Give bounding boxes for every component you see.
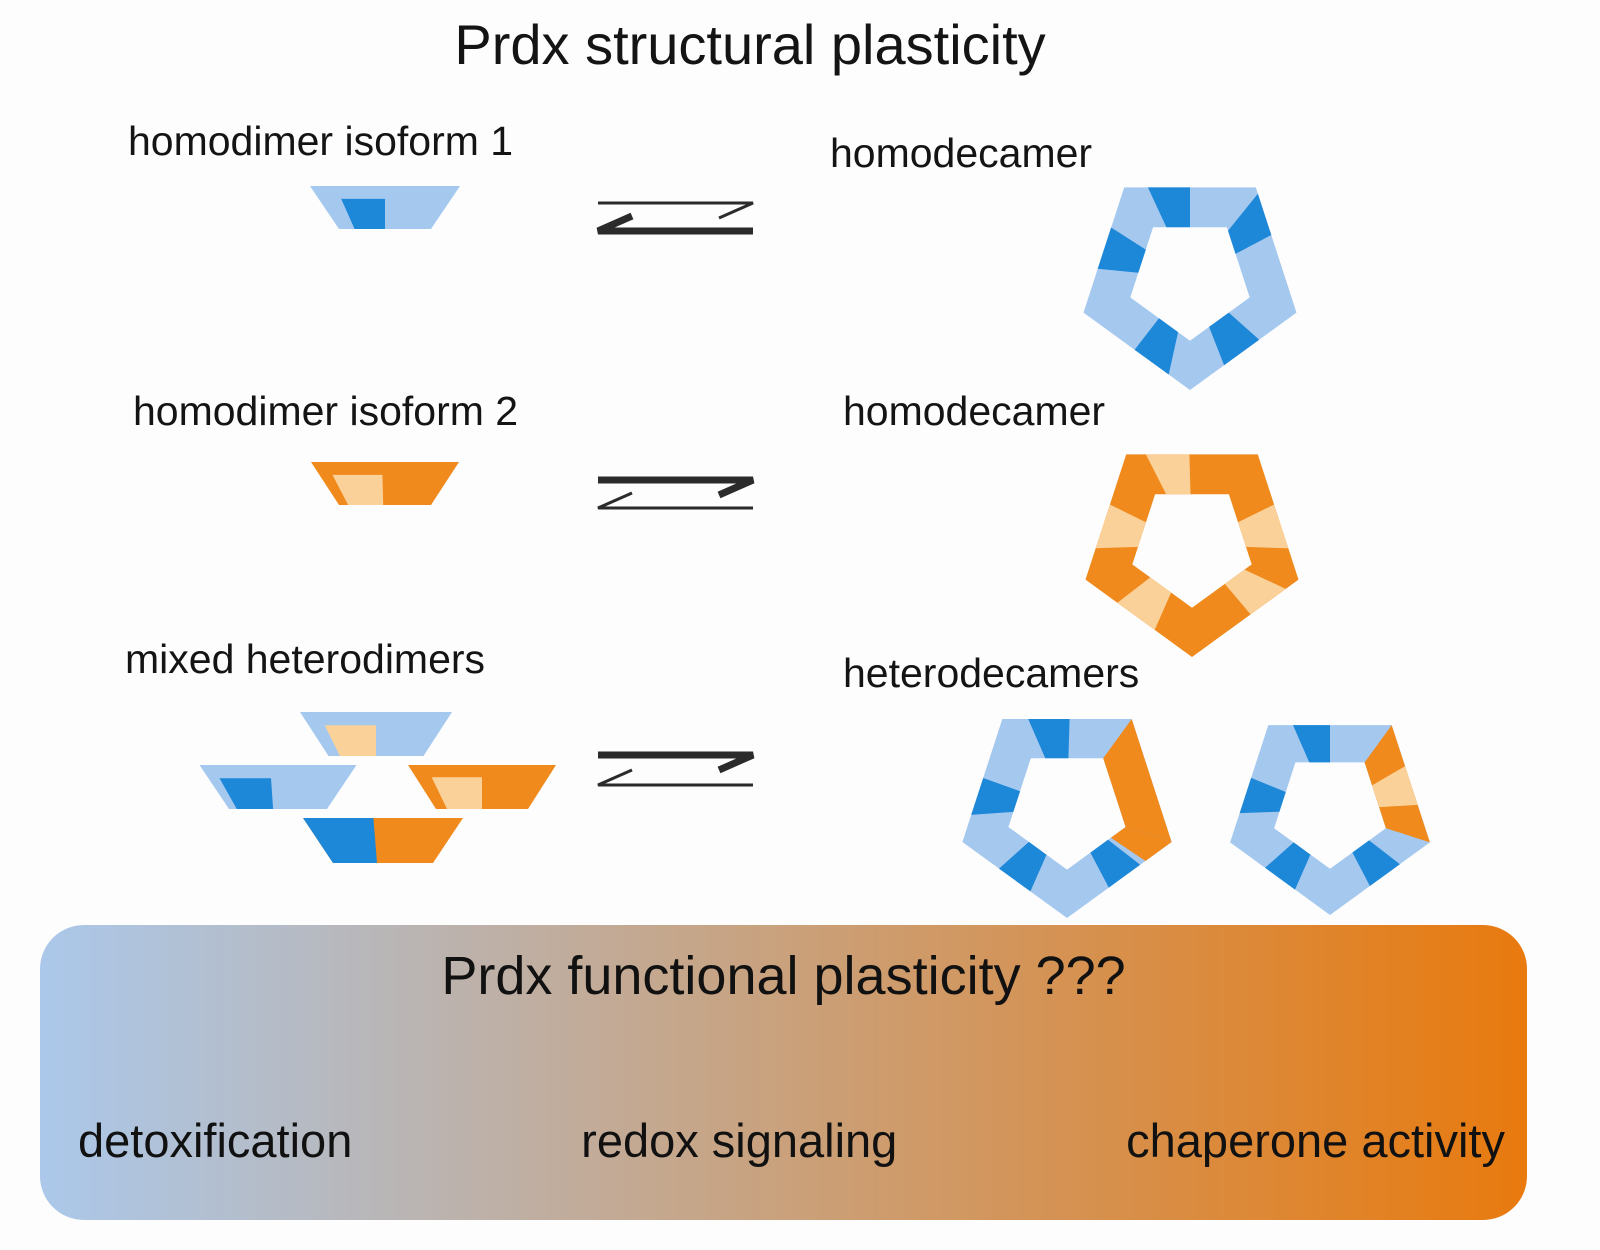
homodimer-isoform2-shape [311,462,459,505]
functional-plasticity-title: Prdx functional plasticity ??? [441,946,1126,1006]
homodecamer-blue-shape-mark [1228,193,1272,254]
homodimer-isoform2-shape-mark [332,474,384,505]
label-redox-signaling: redox signaling [581,1114,898,1167]
heterodecamer-1-shape-band [1110,827,1172,861]
heterodecamer-2-shape-mark [1372,766,1418,808]
equilibrium-row1-forward-arrow [598,201,754,220]
heterodecamer-2-shape-mark [1293,725,1330,763]
equilibrium-row3-reverse-arrow [597,768,753,787]
heterodimer-d-shape-mark [303,818,377,863]
homodecamer-orange-shape-mark [1145,454,1191,495]
equilibrium-row2-forward-arrow [598,476,755,499]
homodecamer-blue-shape-mark [1097,227,1146,273]
homodecamer-orange-shape-mark [1117,577,1172,630]
heterodecamer-2-shape-mark [1352,840,1400,886]
equilibrium-row1-reverse-arrow [596,212,753,235]
heterodecamer-2-shape-mark [1239,777,1286,814]
homodecamer-blue-shape-mark [1147,187,1190,228]
heterodecamer-1-shape-mark [1028,719,1070,759]
heterodecamer-1-shape-band [1103,719,1172,842]
label-mixed-heterodimers: mixed heterodimers [125,636,486,682]
homodecamer-blue-shape-mark [1134,318,1179,375]
equilibrium-row3-forward-arrow [598,751,755,774]
functional-plasticity-items: detoxification redox signaling chaperone… [78,1113,1505,1168]
homodecamer-orange-shape-mark [1224,569,1286,615]
equilibrium-row2-reverse-arrow [597,491,753,510]
label-chaperone-activity: chaperone activity [1126,1114,1505,1167]
label-detoxification: detoxification [78,1114,353,1167]
label-homodimer-isoform-2: homodimer isoform 2 [133,388,519,434]
functional-plasticity-box: Prdx functional plasticity ??? detoxific… [40,925,1527,1220]
heterodecamer-2-shape-mark [1265,842,1311,890]
heterodecamer-1-shape-mark [999,841,1047,892]
heterodecamer-1-shape-mark [1090,839,1141,888]
homodecamer-blue-shape-mark [1209,312,1260,366]
homodimer-isoform1-shape-mark [341,198,385,229]
label-homodimer-isoform-1: homodimer isoform 1 [128,118,514,164]
diagram-title: Prdx structural plasticity [454,13,1046,76]
heterodimer-a-shape-mark [324,725,376,756]
homodecamer-orange-shape [1085,454,1299,657]
label-heterodecamers: heterodecamers [843,650,1140,696]
heterodimer-c-shape-mark [431,777,482,809]
homodecamer-orange-shape-mark [1095,504,1146,549]
label-homodecamer-orange: homodecamer [843,388,1106,434]
label-homodecamer-blue: homodecamer [830,130,1093,176]
homodecamer-orange-shape-mark [1238,504,1289,549]
heterodecamer-1-shape-mark [971,778,1021,815]
heterodimer-b-shape [199,765,357,809]
heterodimer-b-shape-mark [219,778,274,809]
